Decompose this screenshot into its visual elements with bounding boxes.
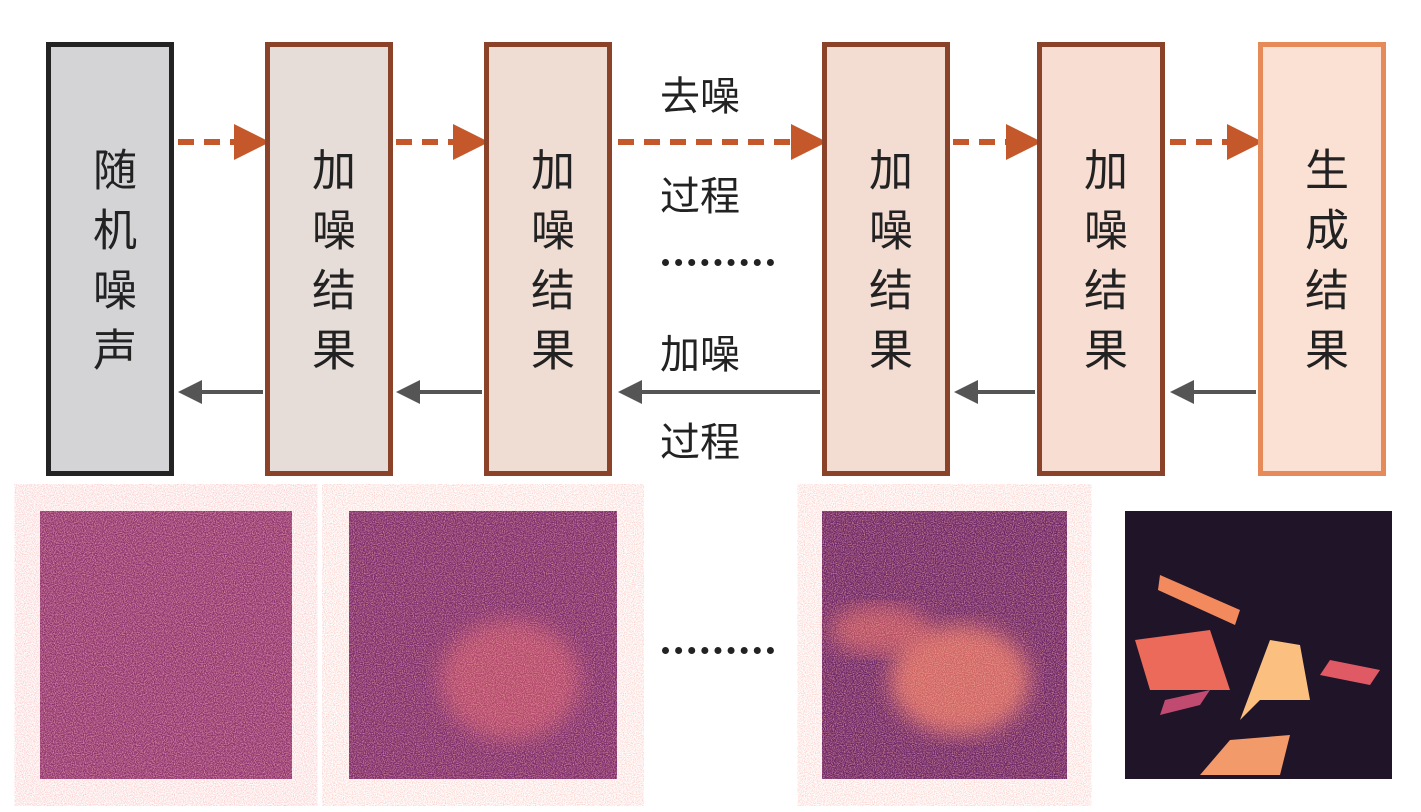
sample-image-late [822,511,1067,779]
generated-result-box: 生成结果 [1258,42,1386,476]
random-noise-box: 随机噪声 [46,42,174,476]
box-label: 随机噪声 [85,147,136,387]
box-label: 生成结果 [1297,147,1348,387]
noised-result-box: 加噪结果 [265,42,393,476]
box-label: 加噪结果 [523,147,574,387]
ellipsis-top [662,259,774,266]
noise-label-line2: 过程 [660,420,740,466]
box-label: 加噪结果 [1076,147,1127,387]
noise-label-line1: 加噪 [660,332,740,378]
box-label: 加噪结果 [304,147,355,387]
sample-image-early [349,511,617,779]
noised-result-box: 加噪结果 [484,42,612,476]
sample-image-noise [40,511,292,779]
sample-image-generated [1125,511,1392,779]
ellipsis-bottom [662,647,774,654]
noised-result-box: 加噪结果 [822,42,950,476]
noised-result-box: 加噪结果 [1037,42,1165,476]
denoise-label-line2: 过程 [660,174,740,220]
denoise-label-line1: 去噪 [660,74,740,120]
box-label: 加噪结果 [861,147,912,387]
